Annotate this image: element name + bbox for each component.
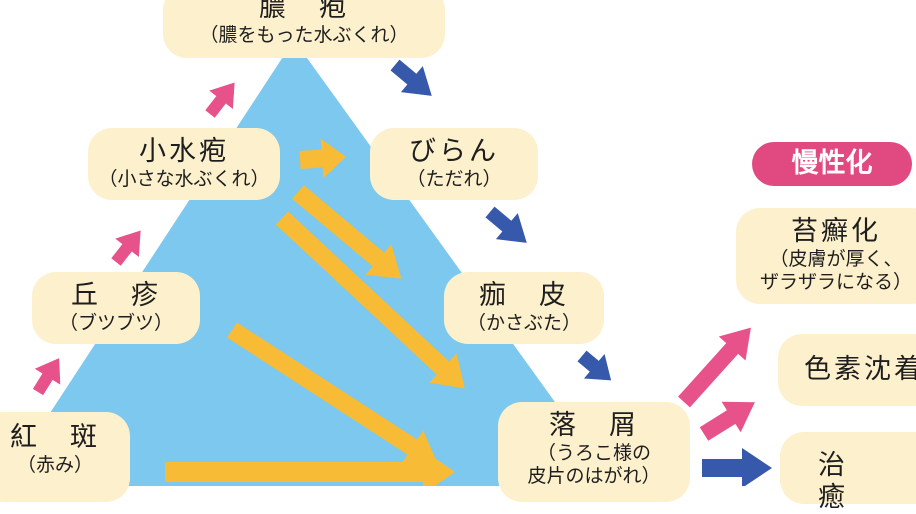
arrow-noho-to-biran bbox=[390, 59, 432, 96]
node-biran: びらん （ただれ） bbox=[370, 128, 538, 200]
node-kyushin-sub: （ブツブツ） bbox=[58, 312, 173, 334]
node-noho-sub: （膿をもった水ぶくれ） bbox=[199, 24, 409, 46]
arrow-kyushin-to-shosuiho bbox=[111, 230, 141, 266]
arrow-rakusetsu-to-taisenka bbox=[678, 327, 751, 408]
node-noho: 膿 疱 （膿をもった水ぶくれ） bbox=[163, 0, 445, 58]
node-kahi: 痂 皮 （かさぶた） bbox=[444, 272, 604, 344]
arrow-kyushin-to-rakusetsu bbox=[227, 322, 438, 464]
node-taisenka: 苔癬化 （皮膚が厚く、 ザラザラになる） bbox=[736, 208, 916, 304]
arrow-shosuiho-to-biran bbox=[299, 138, 346, 179]
node-rakusetsu: 落 屑 （うろこ様の 皮片のはがれ） bbox=[498, 402, 690, 502]
node-kohan-sub: （赤み） bbox=[16, 454, 93, 476]
node-kohan: 紅 斑 （赤み） bbox=[0, 412, 130, 502]
arrow-shosuiho-to-rakusetsu bbox=[275, 211, 465, 389]
eczema-cycle-diagram bbox=[2, 40, 772, 486]
node-kahi-title: 痂 皮 bbox=[479, 280, 569, 311]
node-shikiso: 色素沈着 bbox=[778, 334, 916, 406]
arrow-shosuiho-to-noho bbox=[205, 82, 235, 118]
node-shikiso-title: 色素沈着 bbox=[804, 354, 916, 385]
node-biran-sub: （ただれ） bbox=[406, 168, 502, 190]
node-kohan-title: 紅 斑 bbox=[10, 422, 100, 453]
node-shosuiho: 小水疱 （小さな水ぶくれ） bbox=[88, 128, 280, 200]
arrow-rakusetsu-to-chiyu bbox=[702, 448, 772, 486]
node-chiyu-title: 治 癒 bbox=[818, 450, 900, 513]
node-noho-title: 膿 疱 bbox=[259, 0, 349, 23]
node-chiyu: 治 癒 bbox=[780, 432, 916, 513]
node-taisenka-title: 苔癬化 bbox=[791, 216, 881, 247]
arrow-kohan-to-kyushin bbox=[32, 358, 61, 396]
node-biran-title: びらん bbox=[409, 136, 499, 167]
node-kyushin: 丘 疹 （ブツブツ） bbox=[32, 272, 200, 344]
arrow-biran-to-kahi bbox=[485, 206, 527, 243]
arrow-kahi-to-rakusetsu bbox=[577, 350, 612, 381]
arrow-shosuiho-to-kahi bbox=[292, 185, 402, 279]
node-taisenka-sub1: （皮膚が厚く、 bbox=[769, 248, 903, 270]
node-rakusetsu-sub2: 皮片のはがれ） bbox=[527, 465, 661, 487]
node-shosuiho-title: 小水疱 bbox=[139, 136, 229, 167]
node-rakusetsu-sub1: （うろこ様の bbox=[536, 442, 651, 464]
arrow-kohan-to-rakusetsu bbox=[165, 450, 455, 486]
node-rakusetsu-title: 落 屑 bbox=[549, 410, 639, 441]
arrow-rakusetsu-to-shikiso bbox=[699, 401, 755, 441]
chronic-badge: 慢性化 bbox=[752, 142, 912, 186]
node-shosuiho-sub: （小さな水ぶくれ） bbox=[98, 168, 270, 190]
node-taisenka-sub2: ザラザラになる） bbox=[759, 271, 912, 293]
node-kahi-sub: （かさぶた） bbox=[466, 312, 581, 334]
node-kyushin-title: 丘 疹 bbox=[71, 280, 161, 311]
eczema-triangle bbox=[2, 40, 616, 486]
